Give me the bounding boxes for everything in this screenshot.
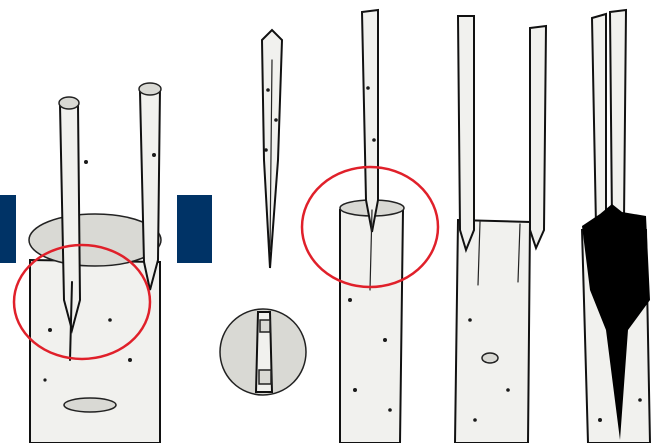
scion-right-4 bbox=[530, 26, 546, 248]
panel-two-scions bbox=[455, 16, 546, 443]
scion-left-4 bbox=[458, 16, 474, 250]
bark-mark bbox=[64, 398, 116, 412]
cut-surface bbox=[29, 214, 161, 266]
panel-zoomed-cleft bbox=[29, 83, 161, 443]
scion-right-5 bbox=[610, 10, 626, 222]
panel-scion-wedge bbox=[262, 30, 282, 268]
left-scion bbox=[60, 105, 80, 330]
right-nav-block[interactable] bbox=[177, 195, 212, 263]
scion-left-5 bbox=[592, 14, 606, 226]
panel-cross-section bbox=[220, 309, 306, 395]
panel-scion-inserted bbox=[340, 10, 404, 443]
inserted-scion bbox=[362, 10, 378, 232]
left-nav-block[interactable] bbox=[0, 195, 16, 263]
right-scion bbox=[140, 88, 160, 290]
panel-waxed-graft bbox=[582, 10, 650, 443]
